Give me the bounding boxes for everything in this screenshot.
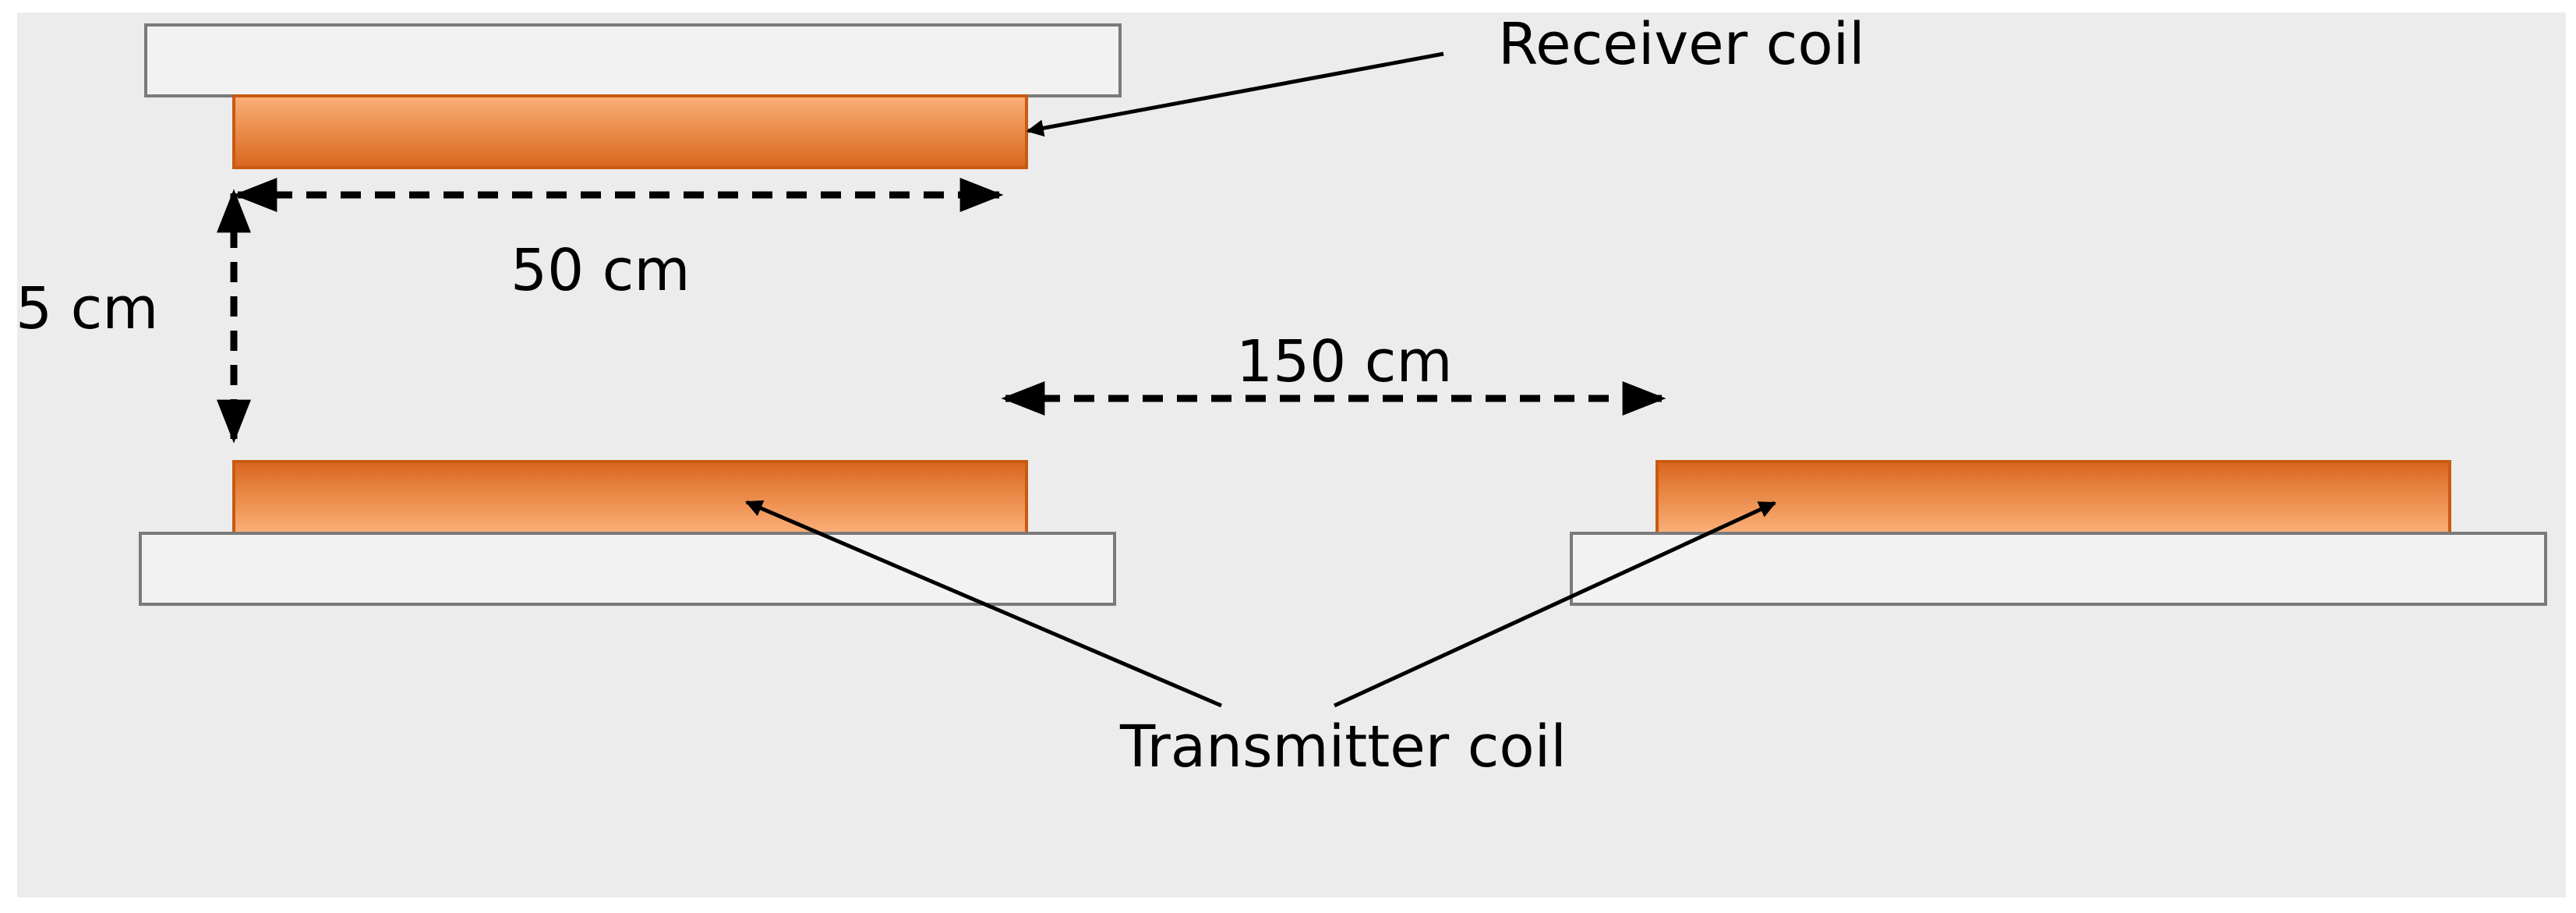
receiver-coil [232, 94, 1028, 169]
transmitter-leader-arrow-left [744, 500, 1222, 708]
transmitter-coil-right [1655, 460, 2451, 535]
transmitter-leader-arrow-right [1333, 501, 1776, 708]
spacing-label: 150 cm [1236, 328, 1453, 395]
receiver-coil-label: Receiver coil [1498, 11, 1865, 78]
width-label: 50 cm [511, 237, 690, 304]
receiver-leader-arrow [1026, 51, 1444, 137]
gap-label: 5 cm [16, 275, 158, 342]
receiver-plate [144, 23, 1122, 97]
transmitter-plate-left [139, 532, 1116, 606]
transmitter-coil-left [232, 460, 1028, 535]
transmitter-coil-label: Transmitter coil [1119, 713, 1567, 780]
transmitter-plate-right [1570, 532, 2547, 606]
